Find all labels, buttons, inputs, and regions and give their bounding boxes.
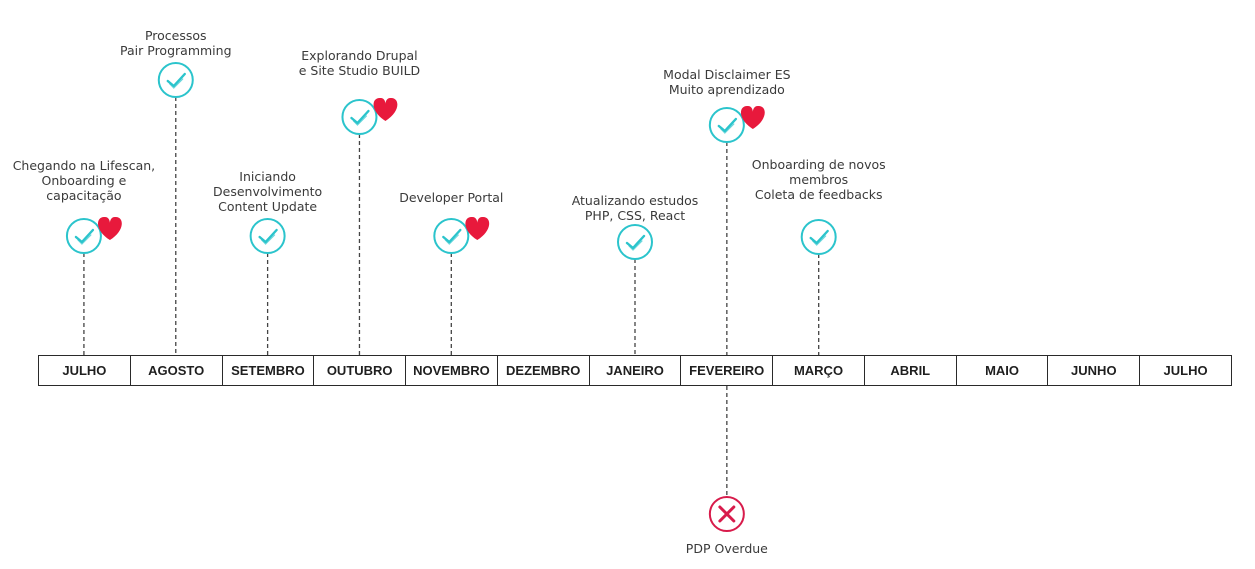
heart-icon <box>465 216 490 240</box>
event-label: Modal Disclaimer ES Muito aprendizado <box>663 67 791 97</box>
heart-icon <box>373 97 398 121</box>
heart-icon <box>98 216 122 240</box>
check-icon <box>433 218 470 254</box>
check-icon <box>617 224 653 260</box>
month-cell: NOVEMBRO <box>405 356 497 385</box>
event-label: Explorando Drupal e Site Studio BUILD <box>298 48 421 78</box>
month-axis: JULHO AGOSTO SETEMBRO OUTUBRO NOVEMBRO D… <box>38 355 1232 386</box>
month-cell: OUTUBRO <box>313 356 405 385</box>
month-cell: MAIO <box>955 356 1048 385</box>
month-cell: JUNHO <box>1047 356 1139 385</box>
month-cell: JANEIRO <box>588 356 681 385</box>
month-cell: ABRIL <box>863 356 956 385</box>
event-label: Developer Portal <box>399 190 504 205</box>
event-label: Onboarding de novos membros Coleta de fe… <box>751 157 886 202</box>
month-cell: JULHO <box>1139 356 1231 385</box>
check-icon <box>249 218 286 254</box>
month-cell: FEVEREIRO <box>680 356 772 385</box>
heart-icon <box>740 105 765 129</box>
month-cell: AGOSTO <box>129 356 222 385</box>
month-cell: DEZEMBRO <box>496 356 589 385</box>
month-cell: SETEMBRO <box>221 356 314 385</box>
check-icon <box>800 219 837 255</box>
check-icon <box>341 99 378 135</box>
check-icon <box>65 218 102 254</box>
event-label: Processos Pair Programming <box>120 28 232 58</box>
month-cell: JULHO <box>62 363 107 378</box>
event-label: PDP Overdue <box>685 541 768 556</box>
event-label: Chegando na Lifescan, Onboarding e capac… <box>12 158 156 203</box>
event-label: Iniciando Desenvolvimento Content Update <box>213 169 323 214</box>
event-label: Atualizando estudos PHP, CSS, React <box>571 193 699 223</box>
cross-icon <box>708 496 745 532</box>
month-cell: MARÇO <box>772 356 864 385</box>
check-icon <box>157 62 194 98</box>
check-icon <box>708 107 745 143</box>
